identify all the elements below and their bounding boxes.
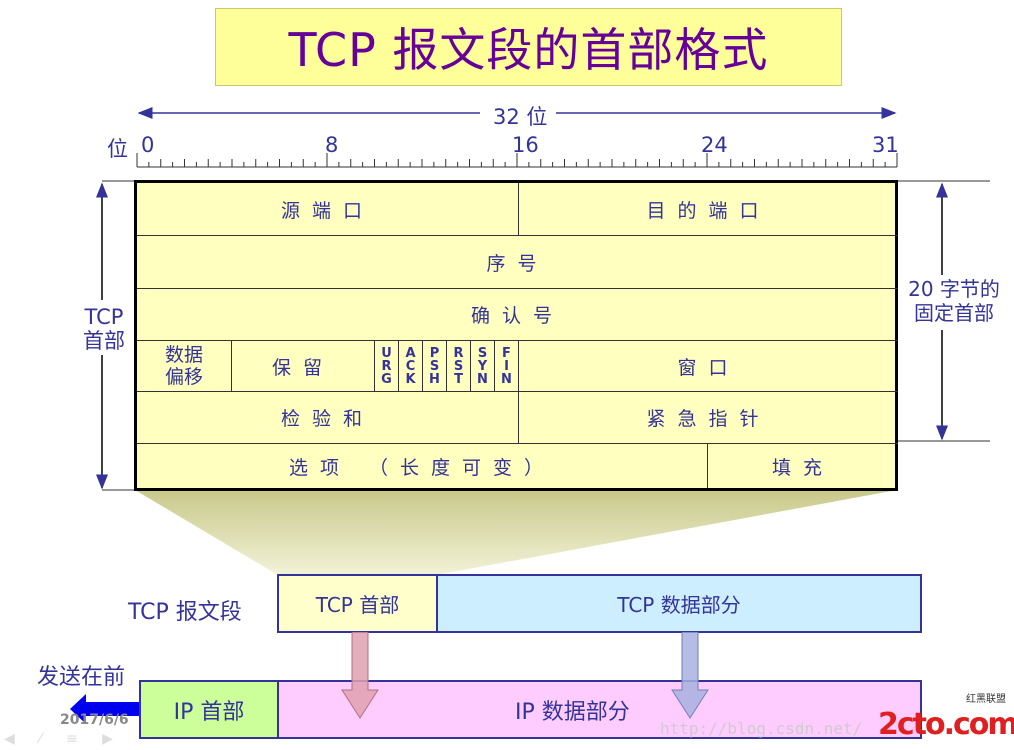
field-data-offset: 数据偏移 (137, 341, 232, 392)
field-options: 选项 （长度可变） (137, 444, 708, 488)
segment-data-box: TCP 数据部分 (436, 574, 922, 633)
flag-fin-label: FIN (501, 345, 512, 387)
ip-data-box: IP 数据部分 (277, 680, 922, 739)
flag-rst-label: RST (453, 345, 464, 387)
fixed-header-label: 20 字节的 固定首部 (908, 277, 1000, 325)
tick-16: 16 (512, 133, 539, 157)
ruler-ticks (136, 153, 898, 168)
field-source-port: 源端口 (137, 183, 519, 236)
flag-psh: PSH (423, 341, 447, 392)
flag-syn-label: SYN (477, 345, 488, 387)
tcp-header-table: 源端口 目的端口 序号 确认号 数据偏移 保留 URG ACK PSH RST … (134, 180, 898, 491)
bit-label: 位 (107, 137, 128, 161)
watermark-url: http://blog.csdn.net/ (660, 719, 863, 738)
flag-psh-label: PSH (429, 345, 440, 387)
tick-0: 0 (141, 133, 155, 157)
expansion-trapezoid (135, 490, 897, 575)
watermark-logo-sub: 红黑联盟 (966, 694, 1006, 705)
tick-24: 24 (701, 133, 728, 157)
flag-ack-label: ACK (405, 345, 416, 387)
tick-31: 31 (872, 133, 899, 157)
field-urgent-pointer: 紧急指针 (519, 392, 898, 444)
flag-urg: URG (375, 341, 399, 392)
field-sequence: 序号 (137, 236, 898, 289)
bit-width-label: 32 位 (489, 101, 552, 131)
segment-header-box: TCP 首部 (277, 574, 438, 633)
slide-date: 2017/6/6 (60, 712, 129, 728)
tcp-header-side-label: TCP 首部 (83, 305, 125, 353)
field-dest-port: 目的端口 (519, 183, 898, 236)
field-padding: 填充 (771, 456, 834, 479)
field-ack: 确认号 (137, 289, 898, 341)
slide-nav-controls[interactable]: ◀ ⁄ ≡ ▶ (4, 731, 123, 747)
ip-header-box: IP 首部 (139, 680, 279, 739)
watermark-logo: 2cto.com (878, 707, 1014, 742)
tick-8: 8 (325, 133, 339, 157)
segment-label: TCP 报文段 (128, 600, 242, 625)
flag-ack: ACK (399, 341, 423, 392)
flag-syn: SYN (471, 341, 495, 392)
slide-title: TCP 报文段的首部格式 (215, 8, 842, 86)
flag-urg-label: URG (381, 345, 392, 387)
field-checksum: 检验和 (137, 392, 519, 444)
data-down-arrow-icon (671, 632, 709, 719)
header-down-arrow-icon (341, 632, 379, 719)
flag-rst: RST (447, 341, 471, 392)
field-window: 窗口 (519, 341, 898, 392)
flag-fin: FIN (495, 341, 519, 392)
send-direction-arrow-icon (70, 694, 142, 724)
field-reserved: 保留 (232, 341, 375, 392)
send-first-label: 发送在前 (37, 665, 126, 690)
